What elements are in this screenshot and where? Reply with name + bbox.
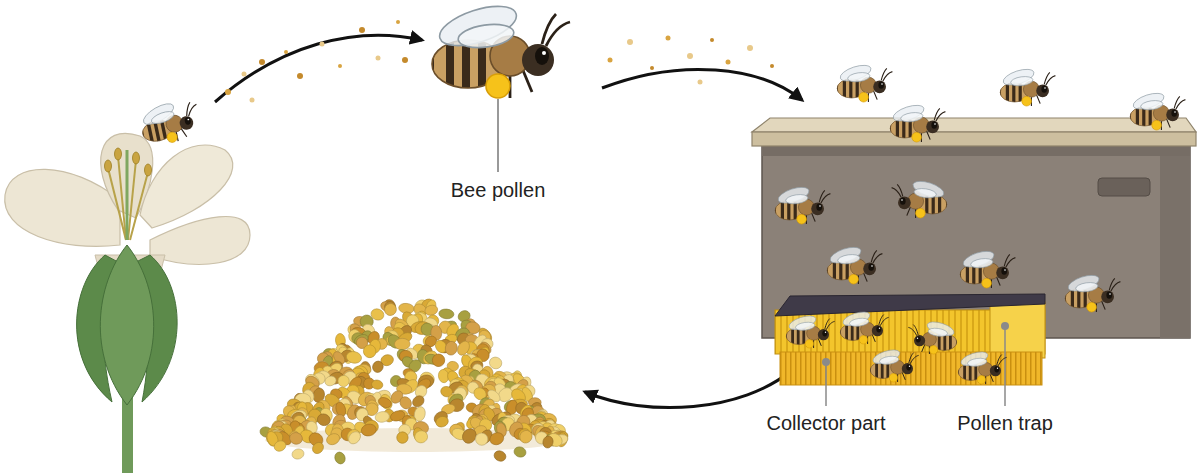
part-label: Pollen trap xyxy=(955,411,1055,435)
pollen-grain xyxy=(377,395,393,409)
beehive xyxy=(752,118,1196,338)
pollen-grain xyxy=(513,445,527,458)
part-label: Bee pollen xyxy=(449,178,548,202)
bee-with-pollen xyxy=(428,0,570,172)
pollen-grain xyxy=(434,415,449,429)
part-label: Collector part xyxy=(765,411,888,435)
pollen-grain xyxy=(291,448,305,461)
pollen-grain xyxy=(371,359,385,374)
pollen-grain xyxy=(488,431,505,447)
pollen-grain xyxy=(325,432,342,447)
pollen-grain xyxy=(438,308,454,319)
hive-bees xyxy=(774,62,1186,384)
pollen-grain xyxy=(310,440,325,456)
pollen-grain xyxy=(413,429,428,444)
flower xyxy=(5,95,250,473)
pollen-grain xyxy=(362,343,377,359)
pollen-grain xyxy=(333,451,347,466)
pollen-grain xyxy=(517,428,534,445)
pollen-grain xyxy=(431,352,447,368)
pollen-grain xyxy=(542,435,555,449)
pollen-grain xyxy=(371,379,384,390)
pollen-grain xyxy=(345,427,363,445)
pollen-grain xyxy=(424,304,439,317)
pollen-grain xyxy=(473,430,490,447)
pollen-grain xyxy=(395,430,410,445)
pollen-grain xyxy=(374,410,390,423)
pollen-trap xyxy=(775,294,1045,406)
pollen-grain xyxy=(346,429,363,446)
pollen-grain xyxy=(382,301,398,318)
pollen-grain xyxy=(444,340,458,356)
pollen-grain xyxy=(345,350,362,365)
honeybee xyxy=(135,95,203,149)
pollen-grain xyxy=(272,439,287,453)
pollen-grain xyxy=(394,338,410,350)
pollen-grain xyxy=(360,423,377,437)
pollen-grain xyxy=(288,431,304,446)
pollen-grain xyxy=(323,374,337,387)
pollen-pile xyxy=(259,296,570,465)
pollen-grain xyxy=(493,449,508,463)
